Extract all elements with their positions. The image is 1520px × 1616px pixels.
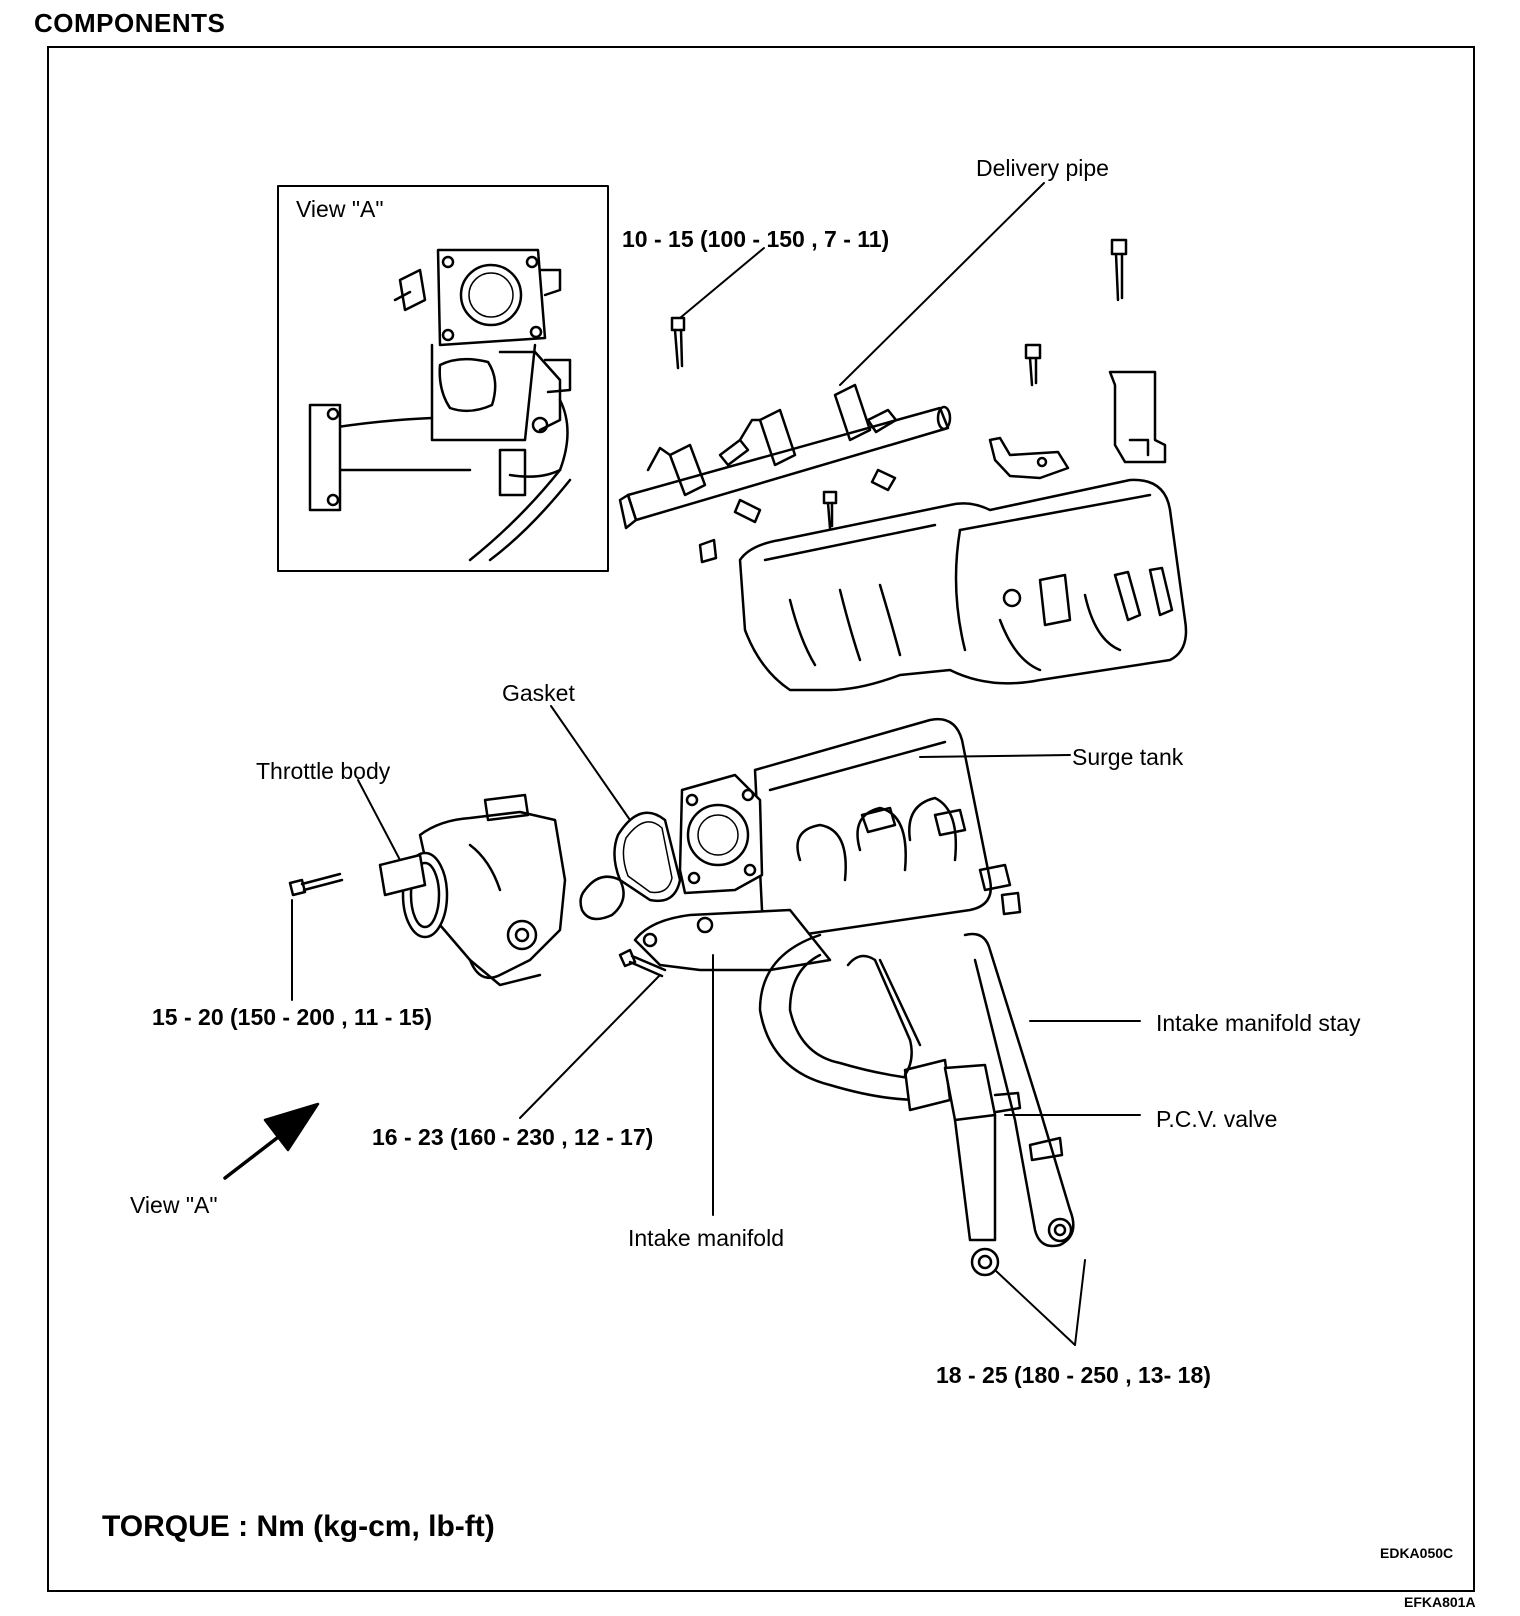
upper-manifold-drawing [738, 478, 1188, 692]
figure-code-outer: EFKA801A [1404, 1594, 1476, 1610]
torque-units-note: TORQUE : Nm (kg-cm, lb-ft) [102, 1510, 495, 1543]
label-surge-tank: Surge tank [1072, 744, 1184, 770]
torque-intake-manifold: 16 - 23 (160 - 230 , 12 - 17) [372, 1124, 654, 1150]
inset-view-a-drawing [277, 185, 609, 572]
lower-bolts-drawing [288, 872, 667, 978]
brackets-drawing [988, 370, 1167, 480]
label-gasket: Gasket [502, 680, 575, 706]
label-intake-manifold-stay: Intake manifold stay [1156, 1010, 1361, 1036]
page-heading: COMPONENTS [34, 8, 226, 38]
leader-lines [291, 182, 1141, 1346]
label-intake-manifold: Intake manifold [628, 1225, 784, 1251]
intake-manifold-stay-drawing [846, 932, 1075, 1248]
torque-throttle-body: 15 - 20 (150 - 200 , 11 - 15) [152, 1004, 433, 1030]
label-view-a-pointer: View "A" [130, 1192, 218, 1218]
view-a-arrow-icon [223, 1102, 320, 1180]
label-throttle-body: Throttle body [256, 758, 391, 784]
delivery-pipe-drawing [618, 383, 952, 564]
diagram-frame [47, 46, 1475, 1592]
throttle-body-drawing [378, 793, 567, 987]
label-delivery-pipe: Delivery pipe [976, 155, 1109, 181]
surge-tank-drawing [633, 717, 1022, 972]
torque-manifold-stay: 18 - 25 (180 - 250 , 13- 18) [936, 1362, 1211, 1388]
label-pcv-valve: P.C.V. valve [1156, 1106, 1278, 1132]
figure-code-inner: EDKA050C [1380, 1545, 1454, 1561]
inset-title: View "A" [296, 196, 384, 222]
gasket-drawing [579, 811, 682, 921]
torque-delivery-pipe: 10 - 15 (100 - 150 , 7 - 11) [622, 226, 890, 252]
pcv-hose-drawing [758, 933, 1022, 1277]
